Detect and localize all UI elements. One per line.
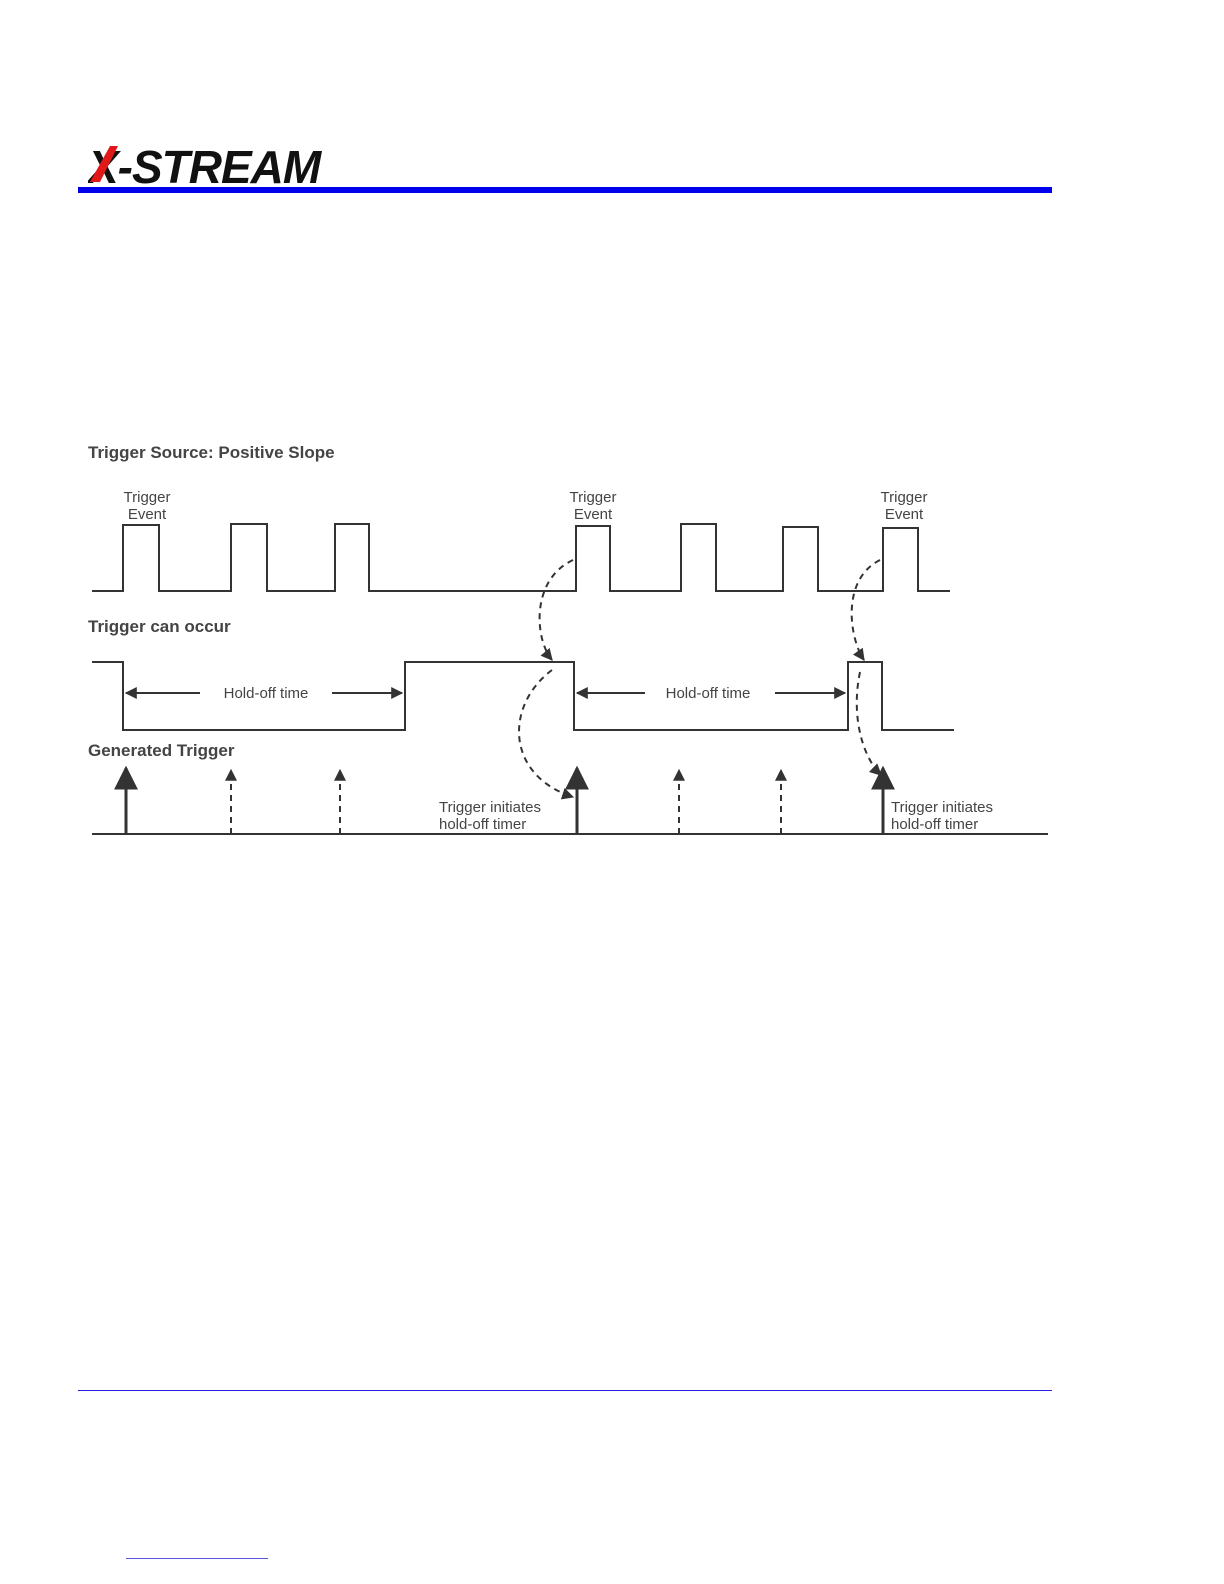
trigger-event-label-1-line1: Trigger bbox=[124, 489, 171, 506]
section-title-can-occur: Trigger can occur bbox=[88, 617, 231, 636]
initiates-label-2-line1: Trigger initiates bbox=[891, 799, 993, 816]
trigger-event-label-3-line1: Trigger bbox=[881, 489, 928, 506]
curve-can-occur-to-trigger-1 bbox=[519, 670, 573, 797]
initiates-label-2-line2: hold-off timer bbox=[891, 816, 978, 833]
section-title-generated: Generated Trigger bbox=[88, 741, 235, 760]
trigger-event-label-2-line2: Event bbox=[574, 506, 613, 523]
footer-rule bbox=[78, 1390, 1052, 1391]
trigger-event-label-3-line2: Event bbox=[885, 506, 924, 523]
curve-event-to-can-occur-2 bbox=[852, 560, 880, 660]
initiates-label-1-line2: hold-off timer bbox=[439, 816, 526, 833]
trigger-event-label-2-line1: Trigger bbox=[570, 489, 617, 506]
holdoff-label-2: Hold-off time bbox=[666, 685, 751, 702]
trigger-source-waveform bbox=[92, 524, 950, 591]
initiates-label-1-line1: Trigger initiates bbox=[439, 799, 541, 816]
trigger-event-label-1-line2: Event bbox=[128, 506, 167, 523]
section-title-source: Trigger Source: Positive Slope bbox=[88, 443, 335, 462]
footer-link-underline bbox=[126, 1558, 268, 1559]
trigger-can-occur-waveform bbox=[92, 662, 954, 730]
curve-can-occur-to-trigger-2 bbox=[857, 672, 881, 775]
holdoff-label-1: Hold-off time bbox=[224, 685, 309, 702]
curve-event-to-can-occur-1 bbox=[540, 560, 573, 660]
